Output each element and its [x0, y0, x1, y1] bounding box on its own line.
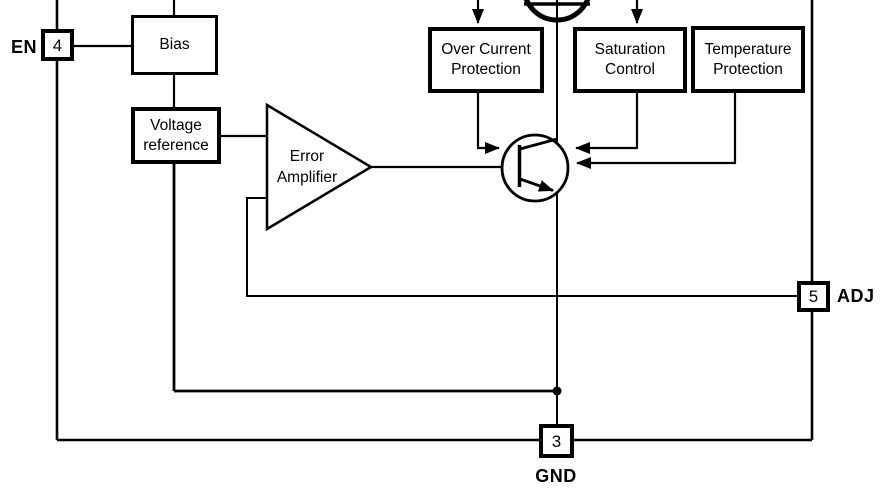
temperature-to-transistor-arrow	[576, 93, 737, 169]
pin-box-adj: 5	[797, 281, 830, 312]
error-amplifier-label: Error Amplifier	[276, 148, 338, 186]
bias-block-label: Bias	[159, 36, 190, 53]
ocp-to-transistor-arrow	[476, 93, 500, 154]
current-source-icon	[523, 0, 591, 23]
temperature-protection-block: Temperature Protection	[691, 26, 805, 93]
pin-box-en: 4	[41, 29, 74, 61]
npn-transistor-icon	[500, 133, 570, 203]
wire-junction-dot	[552, 386, 562, 396]
temperature-protection-label: Temperature Protection	[704, 40, 792, 78]
pin-label-adj: ADJ	[837, 286, 875, 306]
pin-number-en: 4	[52, 35, 63, 55]
voltage-reference-block: Voltage reference	[131, 107, 221, 164]
over-current-protection-label: Over Current Protection	[441, 41, 531, 78]
saturation-to-transistor-arrow	[575, 93, 639, 154]
pin-label-gnd: GND	[535, 466, 577, 486]
error-amplifier-triangle	[265, 102, 374, 232]
voltage-reference-label: Voltage reference	[143, 116, 209, 154]
bias-block: Bias	[131, 15, 218, 75]
adj-feedback-wire	[246, 197, 797, 297]
pin-number-adj: 5	[808, 287, 819, 306]
pin-number-gnd: 3	[551, 431, 562, 451]
saturation-control-block: Saturation Control	[573, 27, 687, 93]
over-current-protection-block: Over Current Protection	[428, 27, 544, 93]
pin-box-gnd: 3	[539, 424, 574, 458]
saturation-control-label: Saturation Control	[594, 41, 666, 78]
pin-label-en: EN	[10, 37, 37, 57]
